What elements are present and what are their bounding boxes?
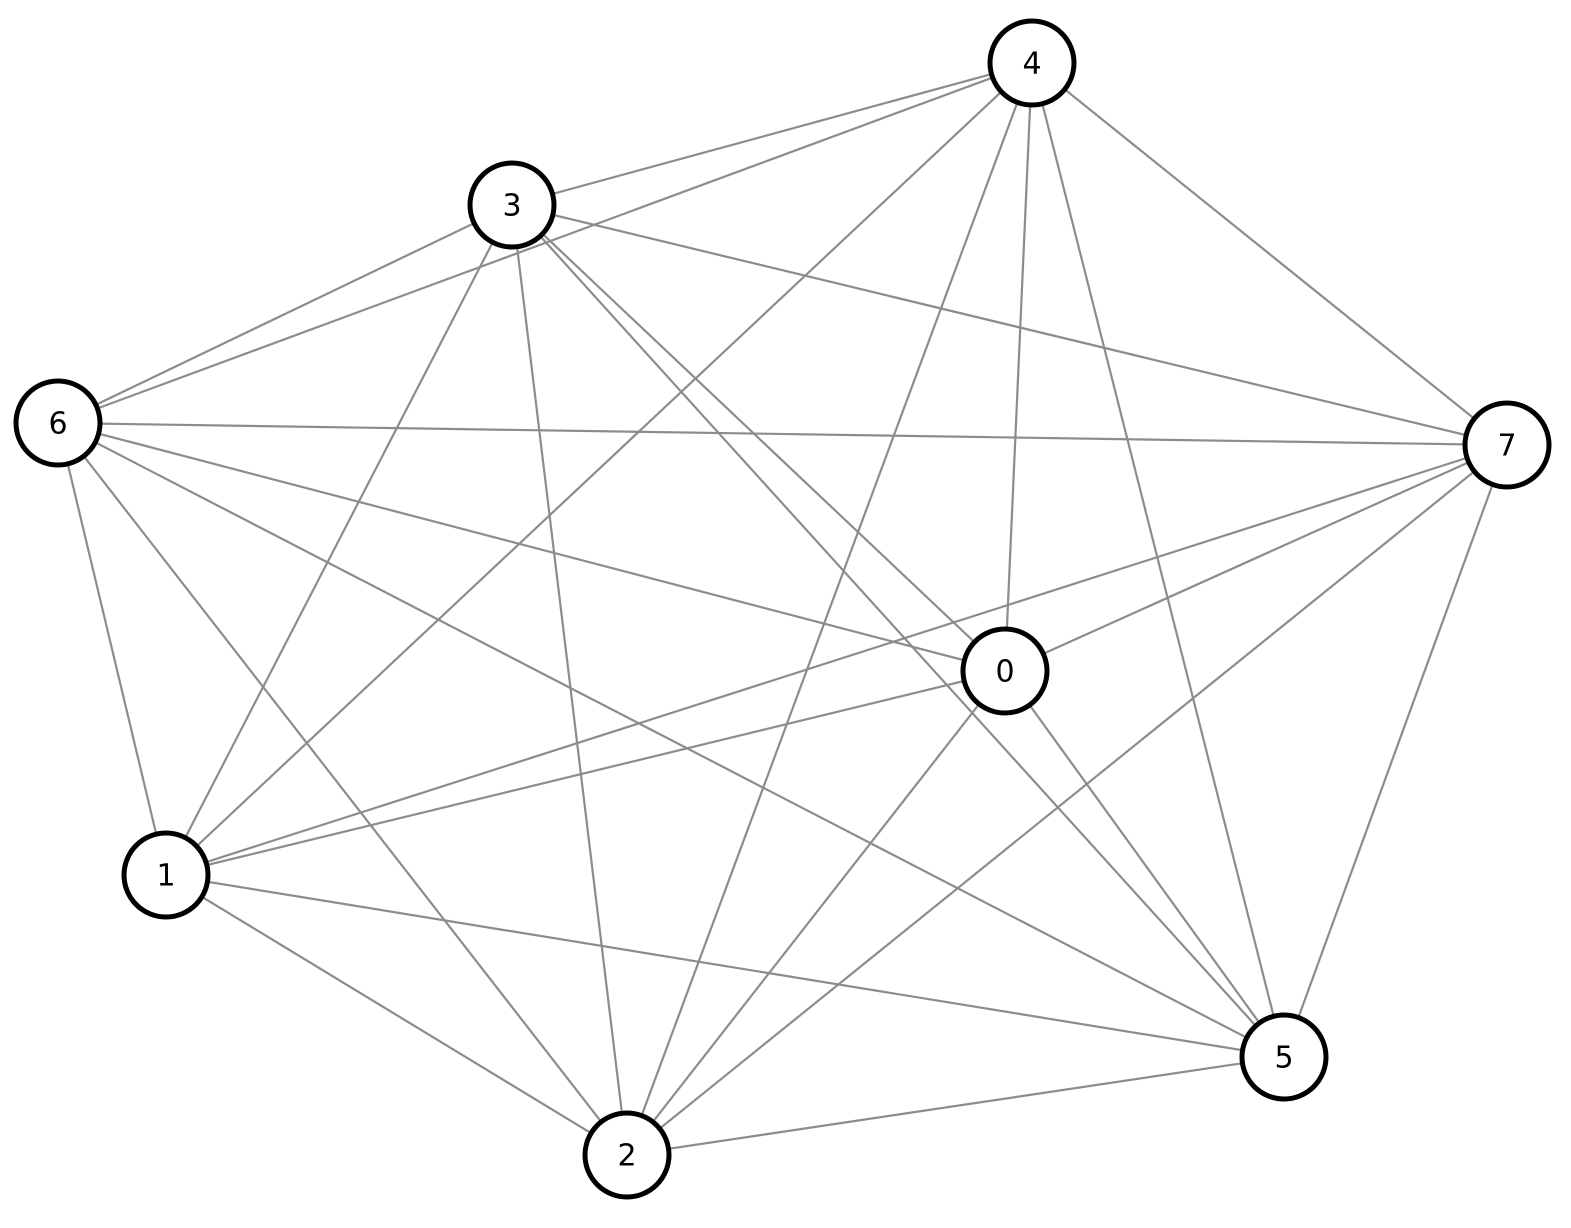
edge-4-5 [1030,62,1286,1058]
node-6: 6 [13,378,103,468]
node-label: 6 [48,407,67,442]
edge-0-5 [1004,670,1285,1058]
node-circle [1239,1012,1329,1102]
edge-7-5 [1282,444,1509,1058]
node-label: 5 [1274,1041,1293,1076]
node-1: 1 [121,830,211,920]
edge-0-1 [165,669,1006,877]
edge-3-7 [511,203,1508,447]
node-label: 1 [156,859,175,894]
node-7: 7 [1462,400,1552,490]
edge-3-2 [510,204,629,1156]
node-3: 3 [467,160,557,250]
node-circle [960,626,1050,716]
node-4: 4 [987,18,1077,108]
edge-2-5 [626,1055,1285,1157]
node-circle [582,1110,672,1200]
edge-layer [56,61,1509,1157]
edge-4-0 [1003,62,1034,672]
edge-4-2 [625,62,1034,1156]
edge-0-2 [626,670,1006,1156]
node-5: 5 [1239,1012,1329,1102]
node-circle [467,160,557,250]
edge-6-1 [56,422,168,876]
edge-3-0 [511,204,1006,672]
edge-7-0 [1004,443,1508,673]
node-label: 2 [617,1139,636,1174]
node-label: 0 [995,655,1014,690]
edge-6-0 [57,421,1006,673]
node-label: 7 [1497,429,1516,464]
edge-6-5 [57,422,1285,1058]
node-circle [121,830,211,920]
node-circle [1462,400,1552,490]
node-label: 3 [502,189,521,224]
edge-1-5 [165,873,1285,1059]
edge-6-3 [57,204,513,424]
edge-3-1 [165,204,513,876]
node-circle [13,378,103,468]
edge-6-2 [57,422,628,1156]
node-label: 4 [1022,47,1041,82]
node-0: 0 [960,626,1050,716]
edge-7-1 [165,443,1508,877]
node-2: 2 [582,1110,672,1200]
node-circle [987,18,1077,108]
node-layer: 0 1 2 3 4 5 6 7 [13,18,1552,1200]
edge-1-2 [165,874,628,1156]
edge-4-7 [1031,62,1508,446]
edge-6-7 [57,421,1508,447]
edge-3-5 [511,204,1285,1058]
edge-7-2 [626,444,1508,1156]
edge-3-4 [511,61,1033,207]
edge-4-1 [165,62,1033,876]
